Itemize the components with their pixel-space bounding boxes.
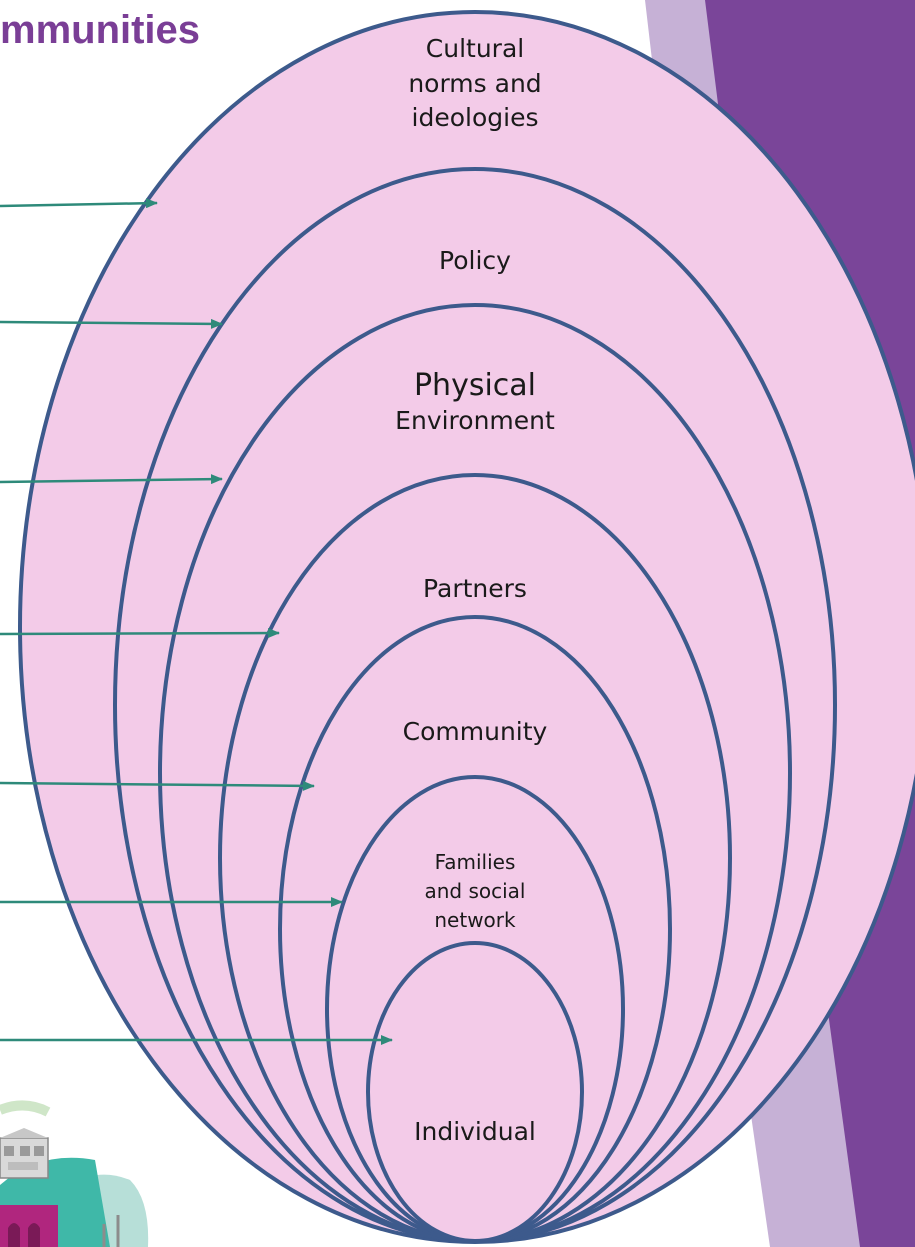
label-physical-line-2: Environment — [395, 406, 555, 435]
label-families-line-1: Families — [434, 850, 516, 874]
label-physical: Physical Environment — [335, 366, 615, 438]
label-families-line-2: and social — [424, 879, 526, 903]
label-cultural-line-2: norms and — [408, 68, 542, 98]
arrow-community — [0, 780, 315, 791]
label-community-line-1: Community — [402, 717, 548, 746]
arrow-cultural — [0, 198, 158, 209]
label-policy-line-1: Policy — [439, 246, 511, 275]
arrow-partners — [0, 628, 280, 639]
label-cultural: Cultural norms and ideologies — [360, 32, 590, 136]
nested-rings — [18, 10, 915, 1244]
label-individual-line-1: Individual — [414, 1117, 536, 1146]
label-families-line-3: network — [434, 908, 516, 932]
label-cultural-line-3: ideologies — [411, 103, 539, 132]
label-families: Families and social network — [385, 848, 565, 935]
label-individual: Individual — [385, 1115, 565, 1149]
label-policy: Policy — [360, 244, 590, 278]
arrow-policy — [0, 318, 223, 329]
heritage-building-logo-icon — [0, 1100, 149, 1247]
label-partners-line-1: Partners — [423, 574, 527, 603]
label-partners: Partners — [360, 572, 590, 606]
label-cultural-line-1: Cultural — [425, 34, 525, 63]
pointer-arrows — [0, 198, 393, 1045]
label-community: Community — [345, 715, 605, 749]
ring-individual — [366, 941, 584, 1243]
page-title: mmunities — [0, 8, 201, 52]
arrow-physical — [0, 474, 223, 485]
label-physical-line-1: Physical — [413, 368, 537, 403]
